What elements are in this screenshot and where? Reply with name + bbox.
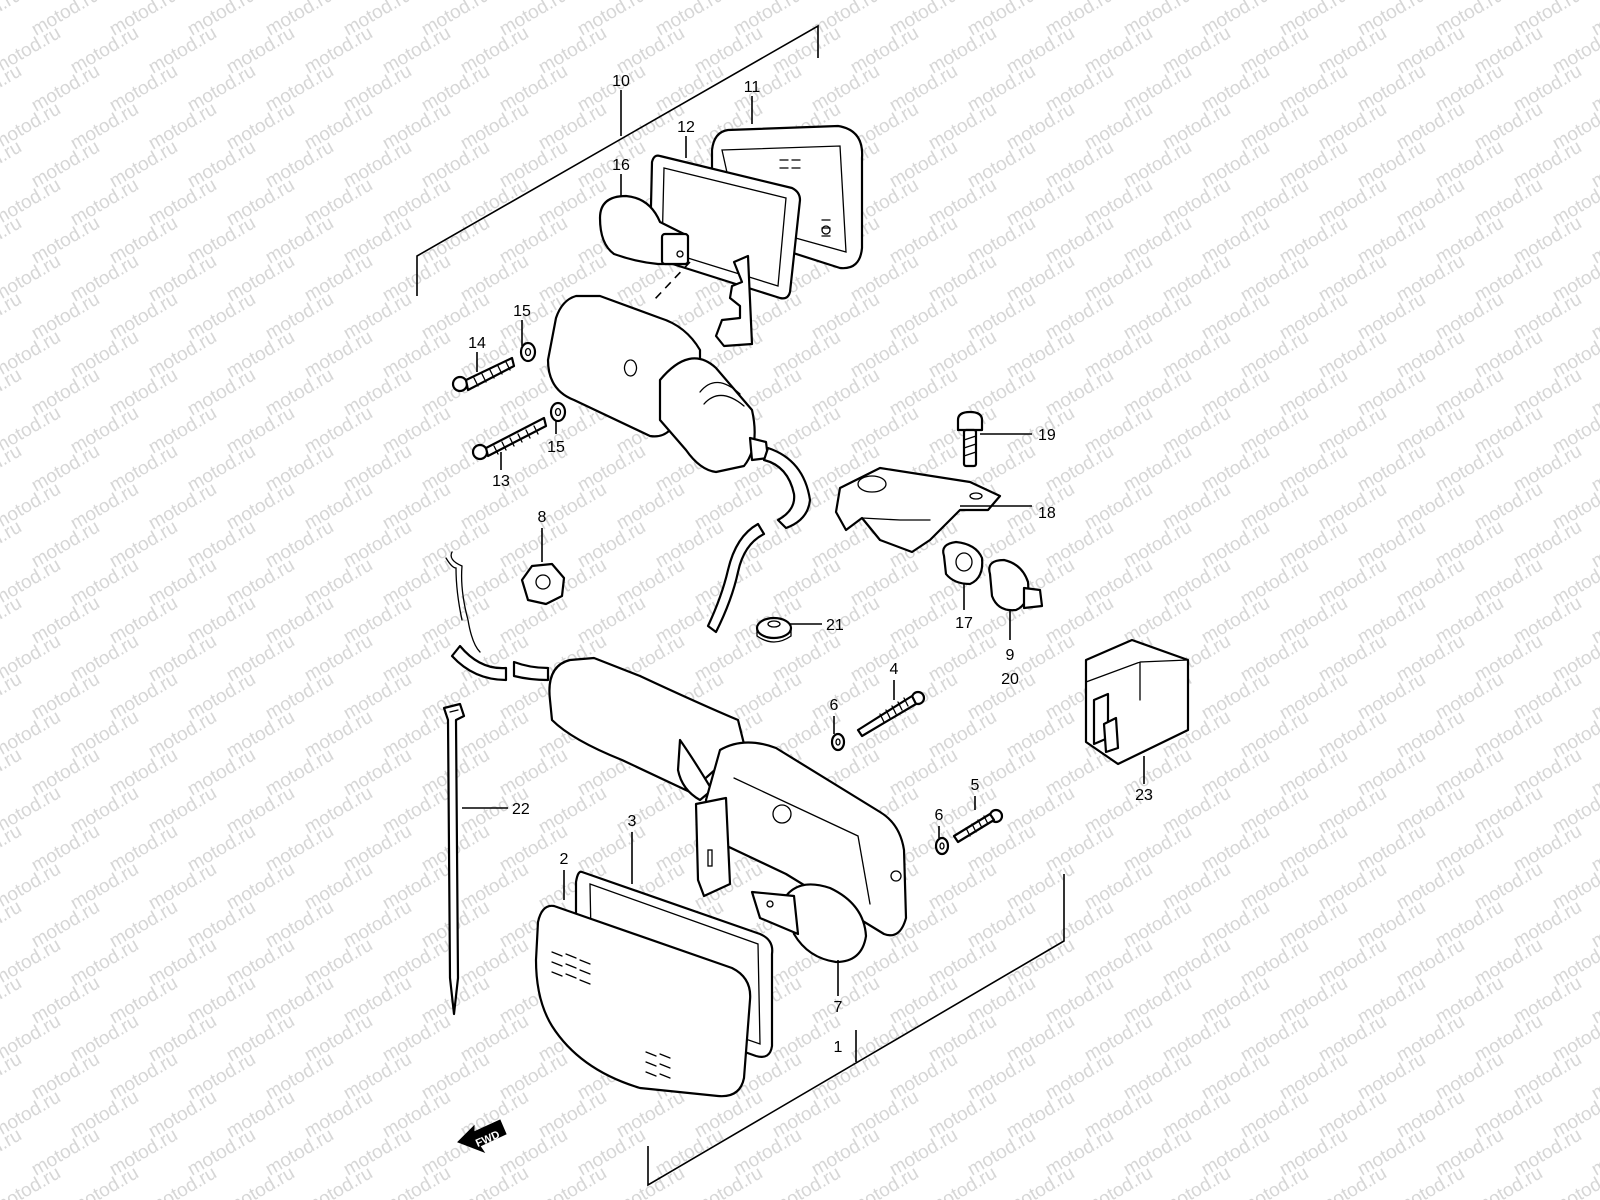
watermark-text: motod.ru — [0, 1125, 25, 1181]
watermark-text: motod.ru — [0, 61, 25, 117]
callout-15b: 15 — [547, 439, 565, 456]
callout-23: 23 — [1135, 787, 1153, 804]
watermark-text: motod.ru — [0, 669, 25, 725]
callout-6a: 6 — [830, 697, 839, 714]
callout-5: 5 — [971, 777, 980, 794]
watermark-text: motod.ru — [0, 593, 25, 649]
callout-13: 13 — [492, 473, 510, 490]
watermark-text: motod.ru — [301, 1163, 376, 1200]
watermark-text: motod.ru — [0, 745, 25, 801]
watermark-text: motod.ru — [925, 1163, 1000, 1200]
callout-12: 12 — [677, 119, 695, 136]
watermark-text: motod.ru — [145, 1163, 220, 1200]
watermark-text: motod.ru — [457, 1163, 532, 1200]
callout-19: 19 — [1038, 427, 1056, 444]
callout-22: 22 — [512, 801, 530, 818]
watermark-text: motod.ru — [1159, 1163, 1234, 1200]
watermark-text: motod.ru — [0, 289, 25, 345]
callout-20: 20 — [1001, 671, 1019, 688]
watermark-text: motod.ru — [0, 1049, 25, 1105]
callout-7: 7 — [834, 999, 843, 1016]
washer-6-lower — [934, 836, 950, 856]
callout-18: 18 — [1038, 505, 1056, 522]
watermark-text: motod.ru — [1393, 1163, 1468, 1200]
callout-6b: 6 — [935, 807, 944, 824]
callout-2: 2 — [560, 851, 569, 868]
watermark-text: motod.ru — [0, 213, 25, 269]
watermark-text: motod.ru — [223, 1163, 298, 1200]
nut-8 — [520, 562, 566, 606]
callout-8: 8 — [538, 509, 547, 526]
watermark-text: motod.ru — [769, 1163, 844, 1200]
callout-17: 17 — [955, 615, 973, 632]
watermark-text: motod.ru — [847, 1163, 922, 1200]
callout-10: 10 — [612, 73, 630, 90]
callout-15a: 15 — [513, 303, 531, 320]
washer-15-lower — [549, 401, 567, 423]
watermark-text: motod.ru — [691, 1163, 766, 1200]
watermark-text: motod.ru — [0, 365, 25, 421]
watermark-text: motod.ru — [0, 897, 25, 953]
watermark-text: motod.ru — [0, 821, 25, 877]
watermark-text: motod.ru — [1315, 1163, 1390, 1200]
watermark-text: motod.ru — [0, 441, 25, 497]
callout-3: 3 — [628, 813, 637, 830]
washer-15-upper — [519, 341, 537, 363]
callout-14: 14 — [468, 335, 486, 352]
washer-6-upper — [830, 732, 846, 752]
watermark-text: motod.ru — [1471, 1163, 1546, 1200]
watermark-text: motod.ru — [1003, 1163, 1078, 1200]
watermark-text: motod.ru — [1237, 1163, 1312, 1200]
callout-9: 9 — [1006, 647, 1015, 664]
callout-16: 16 — [612, 157, 630, 174]
watermark-text: motod.ru — [0, 973, 25, 1029]
watermark-text: motod.ru — [67, 1163, 142, 1200]
watermark-text: motod.ru — [379, 1163, 454, 1200]
grommet-21 — [755, 616, 793, 643]
callout-1: 1 — [834, 1039, 843, 1056]
callout-11: 11 — [744, 79, 761, 96]
watermark-text: motod.ru — [0, 137, 25, 193]
watermark-text: motod.ru — [0, 0, 25, 40]
watermark-text: motod.ru — [535, 1163, 610, 1200]
callout-21: 21 — [826, 617, 844, 634]
watermark-text: motod.ru — [1081, 1163, 1156, 1200]
callout-4: 4 — [890, 661, 899, 678]
watermark-text: motod.ru — [0, 517, 25, 573]
